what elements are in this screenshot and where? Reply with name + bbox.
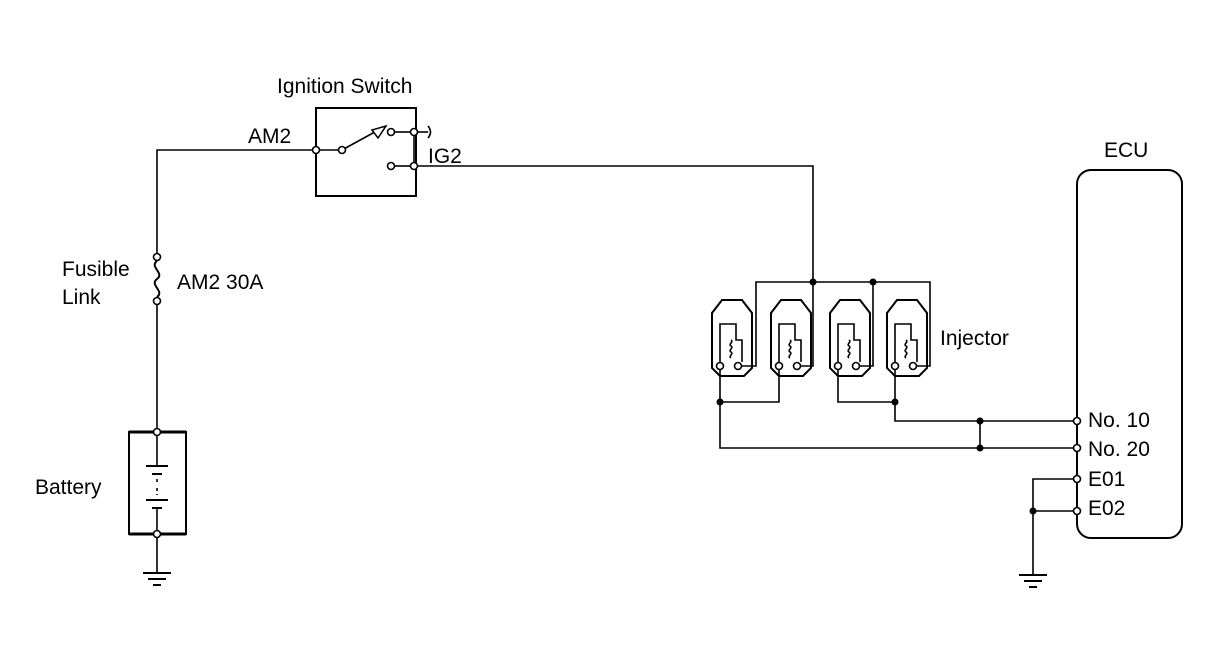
ecu-e01-label: E01 — [1088, 468, 1125, 491]
injector-2 — [770, 299, 814, 377]
e01-wire — [1032, 478, 1073, 575]
ignition-switch — [311, 107, 432, 197]
injector-label: Injector — [940, 327, 1009, 350]
ecu-no20-label: No. 20 — [1088, 438, 1150, 461]
injector-supply-bus — [755, 281, 931, 310]
no20-wire — [719, 370, 1074, 449]
ecu-e02-label: E02 — [1088, 497, 1125, 520]
battery-label: Battery — [35, 476, 102, 499]
fusible-link-label-line2: Link — [62, 286, 101, 309]
fuse-rating-label: AM2 30A — [177, 271, 263, 294]
injector-4 — [886, 299, 931, 377]
am2-wire — [156, 149, 312, 253]
fusible-link — [152, 252, 162, 306]
fusible-link-label-line1: Fusible — [62, 258, 130, 281]
ecu-label: ECU — [1104, 139, 1148, 162]
ig2-label: IG2 — [428, 145, 462, 168]
am2-label: AM2 — [248, 125, 291, 148]
injector-3 — [829, 299, 874, 377]
battery — [128, 427, 187, 539]
no10-wire — [894, 370, 1074, 422]
ecu-ground-symbol — [1019, 574, 1047, 588]
ignition-switch-label: Ignition Switch — [277, 75, 412, 98]
injector-1 — [711, 299, 757, 377]
ig2-wire — [418, 165, 814, 282]
battery-ground-symbol — [143, 572, 171, 586]
ecu-no10-label: No. 10 — [1088, 409, 1150, 432]
ecu-box — [1072, 169, 1183, 539]
